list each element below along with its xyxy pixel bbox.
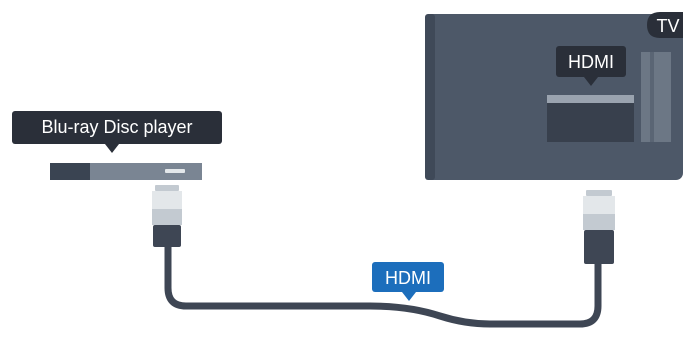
player-label-text: Blu-ray Disc player [41, 117, 192, 137]
player-hdmi-plug [152, 185, 182, 247]
cable-label: HDMI [372, 262, 444, 301]
tv-port-label-text: HDMI [568, 52, 614, 72]
bluray-player [50, 163, 202, 180]
tv-hdmi-plug [583, 190, 615, 264]
tv [425, 14, 683, 180]
disc-slot [165, 169, 185, 173]
cable-label-text: HDMI [385, 268, 431, 288]
hdmi-cable [164, 242, 602, 328]
player-label: Blu-ray Disc player [12, 111, 222, 153]
tv-badge: TV [647, 12, 683, 38]
tv-side-strip [641, 52, 671, 142]
tv-badge-text: TV [656, 16, 679, 36]
tv-hdmi-port [547, 95, 634, 103]
tv-port-label: HDMI [556, 46, 626, 86]
